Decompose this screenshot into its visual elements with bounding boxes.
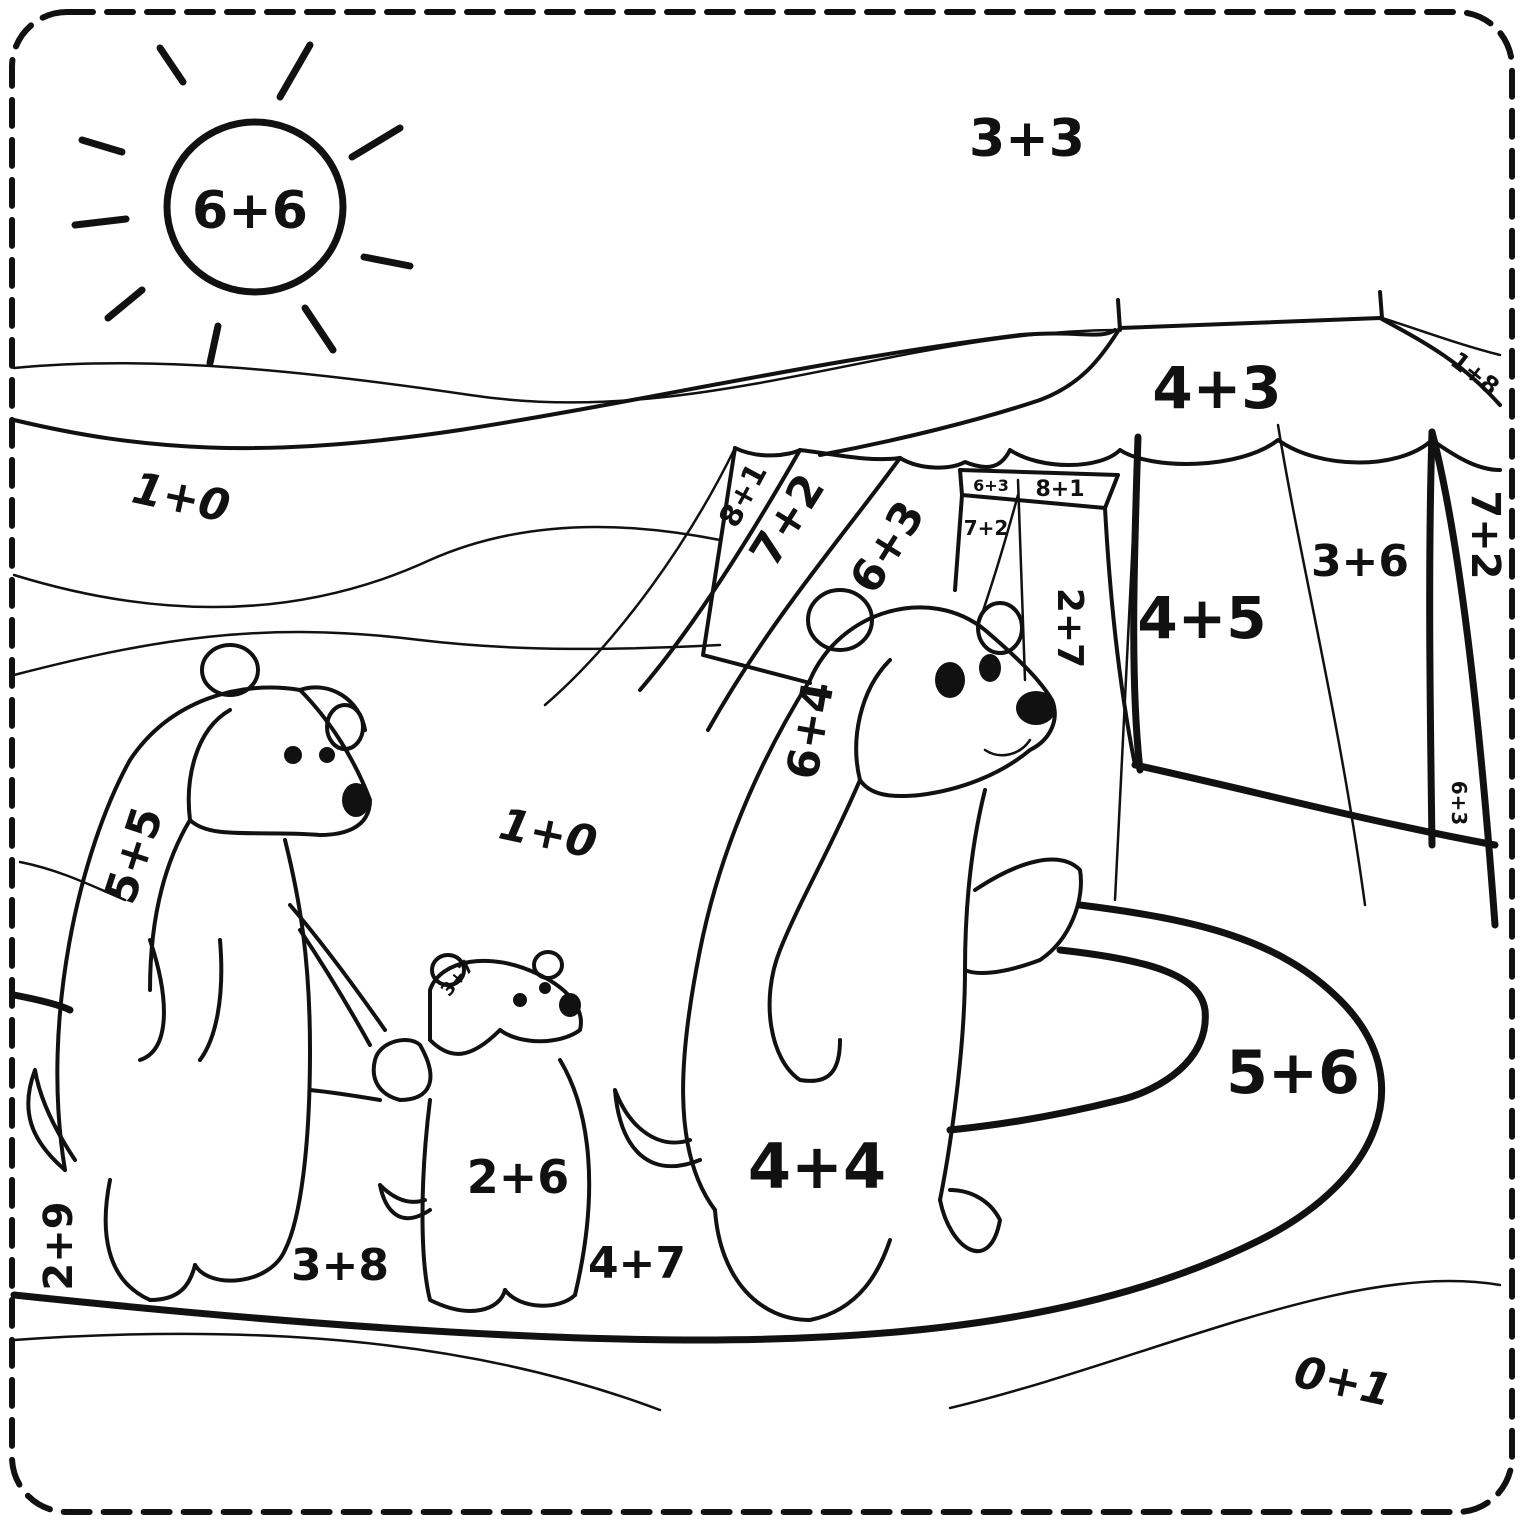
hills (12, 328, 1502, 1412)
label-bear-big-body: 4+4 (748, 1130, 886, 1203)
label-tent-front-center: 4+5 (1137, 584, 1266, 652)
label-tent-door-top-left: 6+3 (973, 476, 1009, 495)
label-tent-flap-c: 6+3 (840, 492, 935, 602)
label-tent-post-small: 6+3 (1447, 781, 1471, 826)
label-path-right: 5+6 (1226, 1038, 1360, 1108)
label-sun: 6+6 (192, 181, 308, 241)
dashed-frame (9, 9, 1515, 1515)
bear-cub (371, 950, 592, 1313)
path (10, 901, 1386, 1344)
label-tent-roof: 4+3 (1152, 354, 1281, 422)
label-tent-door-top-right: 8+1 (1035, 477, 1084, 502)
label-foreground: 0+1 (1290, 1347, 1397, 1417)
label-ground-mid: 4+7 (588, 1238, 686, 1289)
label-ground-left: 3+8 (291, 1240, 389, 1291)
sun-icon (71, 41, 414, 367)
label-ground-left-edge: 2+9 (36, 1201, 82, 1290)
label-tent-edge-right: 7+2 (1462, 490, 1508, 579)
label-tent-door-panel: 2+7 (1049, 588, 1090, 668)
bear-big (613, 588, 1083, 1322)
bear-left (26, 643, 387, 1302)
label-field-mid: 1+0 (495, 799, 602, 869)
label-bear-cub-body: 2+6 (467, 1150, 570, 1204)
label-sky: 3+3 (969, 109, 1085, 169)
circus-tent (543, 290, 1502, 929)
label-hill-left: 1+0 (128, 463, 235, 533)
label-tent-door-inner: 7+2 (964, 516, 1009, 540)
label-tent-front-right: 3+6 (1311, 536, 1409, 587)
label-bear-big-head: 6+4 (777, 678, 844, 783)
